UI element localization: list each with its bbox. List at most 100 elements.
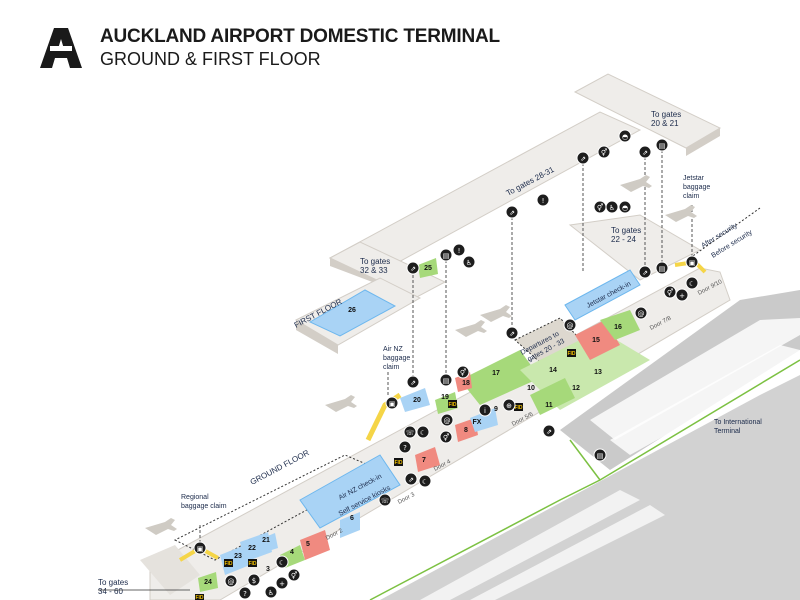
smoking-icon: ☾ (416, 425, 430, 439)
svg-text:⚥: ⚥ (443, 433, 449, 442)
atm-icon: $ (247, 573, 261, 587)
accessible-icon: ♿ (462, 255, 476, 269)
fx-label: FX (473, 419, 482, 426)
escalator-icon: ⇗ (406, 375, 420, 389)
svg-text:10: 10 (527, 385, 535, 392)
svg-text:⇗: ⇗ (509, 209, 515, 217)
unit-17 (460, 350, 540, 405)
svg-text:FID: FID (248, 561, 256, 567)
svg-text:17: 17 (492, 370, 500, 377)
svg-text:FID: FID (394, 460, 402, 466)
escalator-icon: ⇗ (638, 145, 652, 159)
svg-text:8: 8 (464, 427, 468, 434)
svg-text:FID: FID (567, 351, 575, 357)
svg-text:?: ? (243, 590, 247, 598)
svg-text:13: 13 (594, 369, 602, 376)
toilets-icon: ⚥ (456, 365, 470, 379)
page-title: AUCKLAND AIRPORT DOMESTIC TERMINAL (100, 26, 500, 47)
svg-text:⇗: ⇗ (546, 428, 552, 436)
svg-text:+: + (679, 292, 685, 300)
svg-text:▤: ▤ (443, 377, 450, 385)
svg-text:⚥: ⚥ (460, 368, 466, 377)
svg-text:▣: ▣ (197, 545, 204, 553)
unit-16 (600, 310, 640, 340)
svg-text:☏: ☏ (406, 429, 415, 437)
smoking-icon: ☾ (275, 555, 289, 569)
email-icon: @ (224, 574, 238, 588)
escalator-icon: ⇗ (638, 265, 652, 279)
help-icon: ? (398, 440, 412, 454)
svg-text:⇗: ⇗ (410, 265, 416, 273)
svg-text:⇗: ⇗ (509, 330, 515, 338)
toilets-icon: ⚥ (593, 200, 607, 214)
svg-text:⚥: ⚥ (667, 288, 673, 297)
toilets-icon: ⚥ (287, 568, 301, 582)
airnz-checkin-desk (299, 454, 401, 529)
svg-text:6: 6 (350, 515, 354, 522)
escalator-icon: ⇗ (576, 151, 590, 165)
jetstar-checkin-desk (564, 269, 641, 321)
email-icon: @ (440, 413, 454, 427)
lift-icon: ▤ (655, 138, 669, 152)
svg-text:☾: ☾ (422, 478, 428, 486)
baby-change-icon: ◓ (618, 129, 632, 143)
email-icon: @ (634, 306, 648, 320)
svg-text:26: 26 (348, 307, 356, 314)
svg-text:@: @ (444, 417, 451, 425)
svg-text:9: 9 (494, 406, 498, 413)
email-icon: @ (563, 318, 577, 332)
unit-20 (400, 388, 430, 412)
first-aid-icon: + (275, 576, 289, 590)
unit-7 (415, 447, 440, 472)
baggage-claim-icon: ▣ (385, 396, 399, 410)
svg-text:FID: FID (224, 561, 232, 567)
ground-floor-label: GROUND FLOOR (249, 448, 311, 487)
svg-text:15: 15 (592, 337, 600, 344)
info-icon: i (478, 403, 492, 417)
lift-icon: ▤ (439, 373, 453, 387)
svg-text:16: 16 (614, 324, 622, 331)
currency-exchange-icon: ⊕ (502, 398, 516, 412)
svg-text:3: 3 (266, 566, 270, 573)
svg-text:▣: ▣ (389, 400, 396, 408)
unit-5 (300, 530, 330, 560)
smoking-icon: ☾ (418, 474, 432, 488)
plane-icons (145, 175, 697, 535)
unit-19 (435, 392, 458, 414)
auckland-airport-logo (40, 28, 82, 68)
svg-text:⚥: ⚥ (601, 148, 607, 157)
accessible-icon: ♿ (264, 585, 278, 599)
prayer-room-icon: ! (452, 243, 466, 257)
svg-text:24: 24 (204, 579, 212, 586)
svg-text:7: 7 (422, 457, 426, 464)
smoking-icon: ☾ (685, 276, 699, 290)
phone-icon: ☏ (378, 493, 392, 507)
baggage-claim-icon: ▣ (685, 255, 699, 269)
route-line (369, 359, 800, 600)
svg-text:▤: ▤ (597, 452, 604, 460)
svg-text:☾: ☾ (420, 429, 426, 437)
svg-text:i: i (484, 407, 486, 415)
svg-text:20: 20 (413, 397, 421, 404)
ground-floor (140, 207, 761, 600)
svg-text:⚥: ⚥ (597, 203, 603, 212)
svg-text:⇗: ⇗ (580, 155, 586, 163)
toilets-icon: ⚥ (597, 145, 611, 159)
svg-text:21: 21 (262, 537, 270, 544)
page-subtitle: GROUND & FIRST FLOOR (100, 49, 321, 69)
escalator-icon: ⇗ (406, 261, 420, 275)
svg-text:22: 22 (248, 545, 256, 552)
svg-text:▣: ▣ (689, 259, 696, 267)
escalator-icon: ⇗ (505, 205, 519, 219)
svg-text:☾: ☾ (279, 559, 285, 567)
svg-text:FID: FID (195, 595, 203, 600)
toilets-icon: ⚥ (663, 285, 677, 299)
svg-text:FID: FID (448, 402, 456, 408)
svg-text:14: 14 (549, 367, 557, 374)
facility-icons: ⇗ ⚥ ◓ ⇗ ▤ ⇗ ! ⚥ ♿ ◓ ⇗ ▤ ! ♿ ▣ ⇗ ▤ ☾ + ⚥ … (193, 129, 699, 600)
